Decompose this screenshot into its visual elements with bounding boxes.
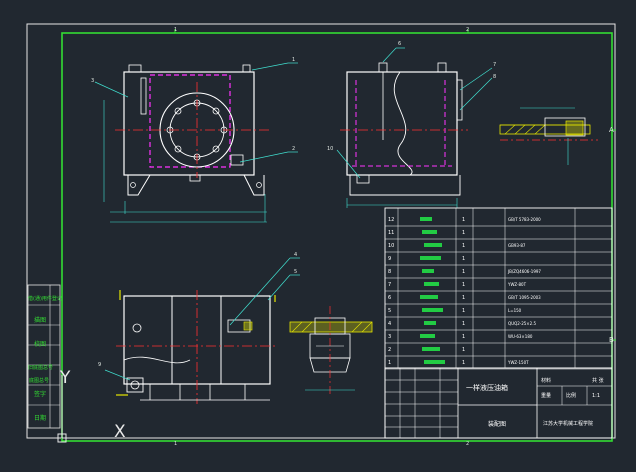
border-top-label-1: 1 <box>174 27 177 33</box>
front-view[interactable]: 3 1 2 <box>91 57 298 223</box>
scale-value: 1:1 <box>592 393 600 399</box>
border-right-label-a: A <box>609 126 614 134</box>
material-label: 材料 <box>541 377 551 384</box>
bom-row-number: 8 <box>388 269 391 275</box>
bom-row-qty: 1 <box>462 308 465 314</box>
bom-row-number: 9 <box>388 256 391 262</box>
bom-row-name-block <box>420 256 441 260</box>
callout-5: 5 <box>294 269 297 275</box>
bom-row-standard: GB93-87 <box>508 243 526 248</box>
bom-row-number: 12 <box>388 217 394 223</box>
callout-2: 2 <box>292 146 295 152</box>
callout-6: 6 <box>398 41 401 47</box>
sidebar-block-4: 底图总号 <box>29 377 49 384</box>
ucs-axis-icon: Y X <box>57 368 126 443</box>
bom-row-qty: 1 <box>462 230 465 236</box>
bom-row-number: 4 <box>388 321 391 327</box>
drawing-subtitle: 装配图 <box>488 420 506 428</box>
border-bottom-label-2: 2 <box>466 441 469 447</box>
bom-row-qty: 1 <box>462 347 465 353</box>
callout-10: 10 <box>327 146 333 152</box>
sidebar-block-5: 签字 <box>34 390 46 398</box>
bom-row-name-block <box>420 295 438 299</box>
bom-row-number: 1 <box>388 360 391 366</box>
callout-1: 1 <box>292 57 295 63</box>
bom-row-name-block <box>424 360 445 364</box>
sidebar-block-0: 借(通)用件登记 <box>28 295 62 302</box>
bom-row-name-block <box>422 230 437 234</box>
bom-row-qty: 1 <box>462 360 465 366</box>
title-block: 一样液压油箱 装配图 江苏大学机械工程学院 材料 重量 比例 1:1 共 张 <box>384 367 613 439</box>
bom-row-standard: L=150 <box>508 308 522 313</box>
drawing-title: 一样液压油箱 <box>466 383 508 392</box>
axis-label-x: X <box>114 422 126 442</box>
bom-row-standard: JB/ZQ4606-1997 <box>507 269 541 274</box>
border-top-label-2: 2 <box>466 27 469 33</box>
scale-label: 比例 <box>566 392 576 399</box>
bom-row-standard: GB/T 5783-2000 <box>508 217 541 222</box>
drawing-frame: 1 2 1 2 A B <box>26 23 616 447</box>
callout-3: 3 <box>91 78 94 84</box>
axis-label-y: Y <box>59 368 71 388</box>
bom-row-number: 7 <box>388 282 391 288</box>
bom-row-name-block <box>422 347 440 351</box>
bom-row-number: 2 <box>388 347 391 353</box>
bom-row-number: 5 <box>388 308 391 314</box>
sidebar-block-6: 日期 <box>34 414 46 422</box>
bom-row-qty: 1 <box>462 217 465 223</box>
bom-row-qty: 1 <box>462 282 465 288</box>
bom-row-name-block <box>420 217 432 221</box>
bom-row-number: 6 <box>388 295 391 301</box>
sidebar-block-3: 旧底图总号 <box>28 364 53 371</box>
bom-row-qty: 1 <box>462 243 465 249</box>
bom-row-name-block <box>420 334 435 338</box>
top-view[interactable]: 4 5 9 <box>98 252 300 404</box>
bom-row-number: 10 <box>388 243 394 249</box>
school-name: 江苏大学机械工程学院 <box>543 420 593 427</box>
border-right-label-b: B <box>609 336 614 344</box>
bom-row-qty: 1 <box>462 321 465 327</box>
bom-row-qty: 1 <box>462 269 465 275</box>
bom-row-name-block <box>424 243 442 247</box>
border-bottom-label-1: 1 <box>174 441 177 447</box>
bom-row-standard: GB/T 1095-2003 <box>508 295 541 300</box>
section-detail-view[interactable] <box>289 306 373 394</box>
bom-row-name-block <box>424 321 436 325</box>
bom-row-standard: YWZ-80T <box>507 282 527 287</box>
callout-9: 9 <box>98 362 101 368</box>
detail-a-view[interactable] <box>499 107 598 165</box>
bom-row-qty: 1 <box>462 256 465 262</box>
sidebar-stamp-column: 借(通)用件登记 描图 校图 旧底图总号 底图总号 签字 日期 <box>27 284 62 429</box>
callout-8: 8 <box>493 74 496 80</box>
bom-row-number: 3 <box>388 334 391 340</box>
sheet-label: 共 张 <box>592 377 604 384</box>
bom-row-standard: YWZ-150T <box>507 360 529 365</box>
callout-7: 7 <box>493 62 496 68</box>
bom-row-name-block <box>422 269 434 273</box>
bom-row-qty: 1 <box>462 295 465 301</box>
bom-row-name-block <box>424 282 439 286</box>
bom-row-standard: QUQ2-25×2.5 <box>508 321 536 326</box>
bom-row-name-block <box>422 308 443 312</box>
side-view[interactable]: 6 7 8 10 <box>327 41 496 208</box>
sidebar-block-1: 描图 <box>34 316 46 324</box>
bom-row-number: 11 <box>388 230 394 236</box>
callout-4: 4 <box>294 252 297 258</box>
bom-row-standard: WU-63×180 <box>508 334 533 339</box>
sidebar-block-2: 校图 <box>34 340 46 348</box>
bom-row-qty: 1 <box>462 334 465 340</box>
weight-label: 重量 <box>541 392 551 399</box>
